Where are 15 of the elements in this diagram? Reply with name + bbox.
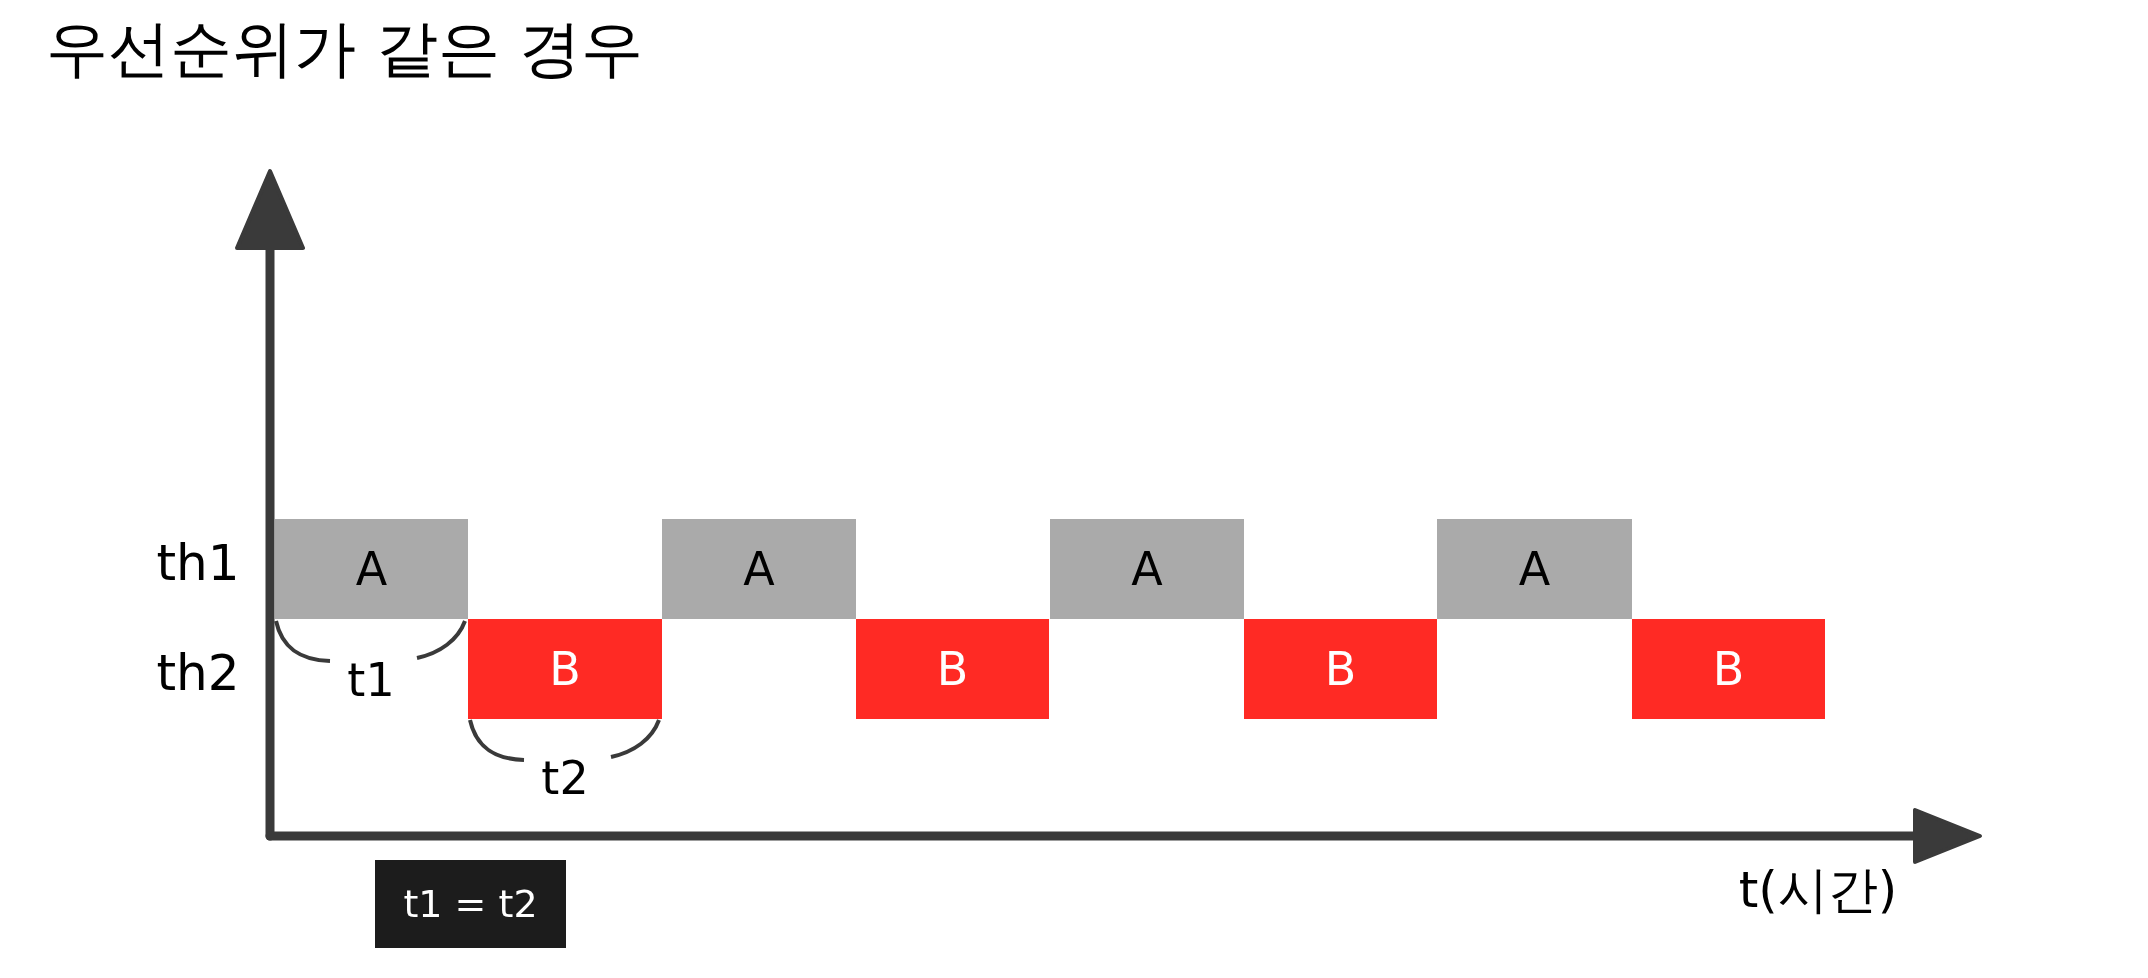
row-label: th2 bbox=[156, 648, 240, 698]
duration-label: t2 bbox=[541, 755, 589, 801]
thread-a-block: A bbox=[662, 519, 856, 619]
axis-label: t(시간) bbox=[1738, 865, 1898, 915]
thread-a-block: A bbox=[1437, 519, 1632, 619]
thread-a-block: A bbox=[275, 519, 468, 619]
thread-b-block: B bbox=[1244, 619, 1437, 719]
note-box: t1 = t2 bbox=[375, 860, 566, 948]
duration-label: t1 bbox=[347, 657, 395, 703]
thread-b-block: B bbox=[1632, 619, 1825, 719]
row-label: th1 bbox=[156, 538, 240, 588]
thread-b-block: B bbox=[856, 619, 1049, 719]
thread-b-block: B bbox=[468, 619, 662, 719]
title: 우선순위가 같은 경우 bbox=[46, 18, 644, 80]
thread-a-block: A bbox=[1050, 519, 1244, 619]
